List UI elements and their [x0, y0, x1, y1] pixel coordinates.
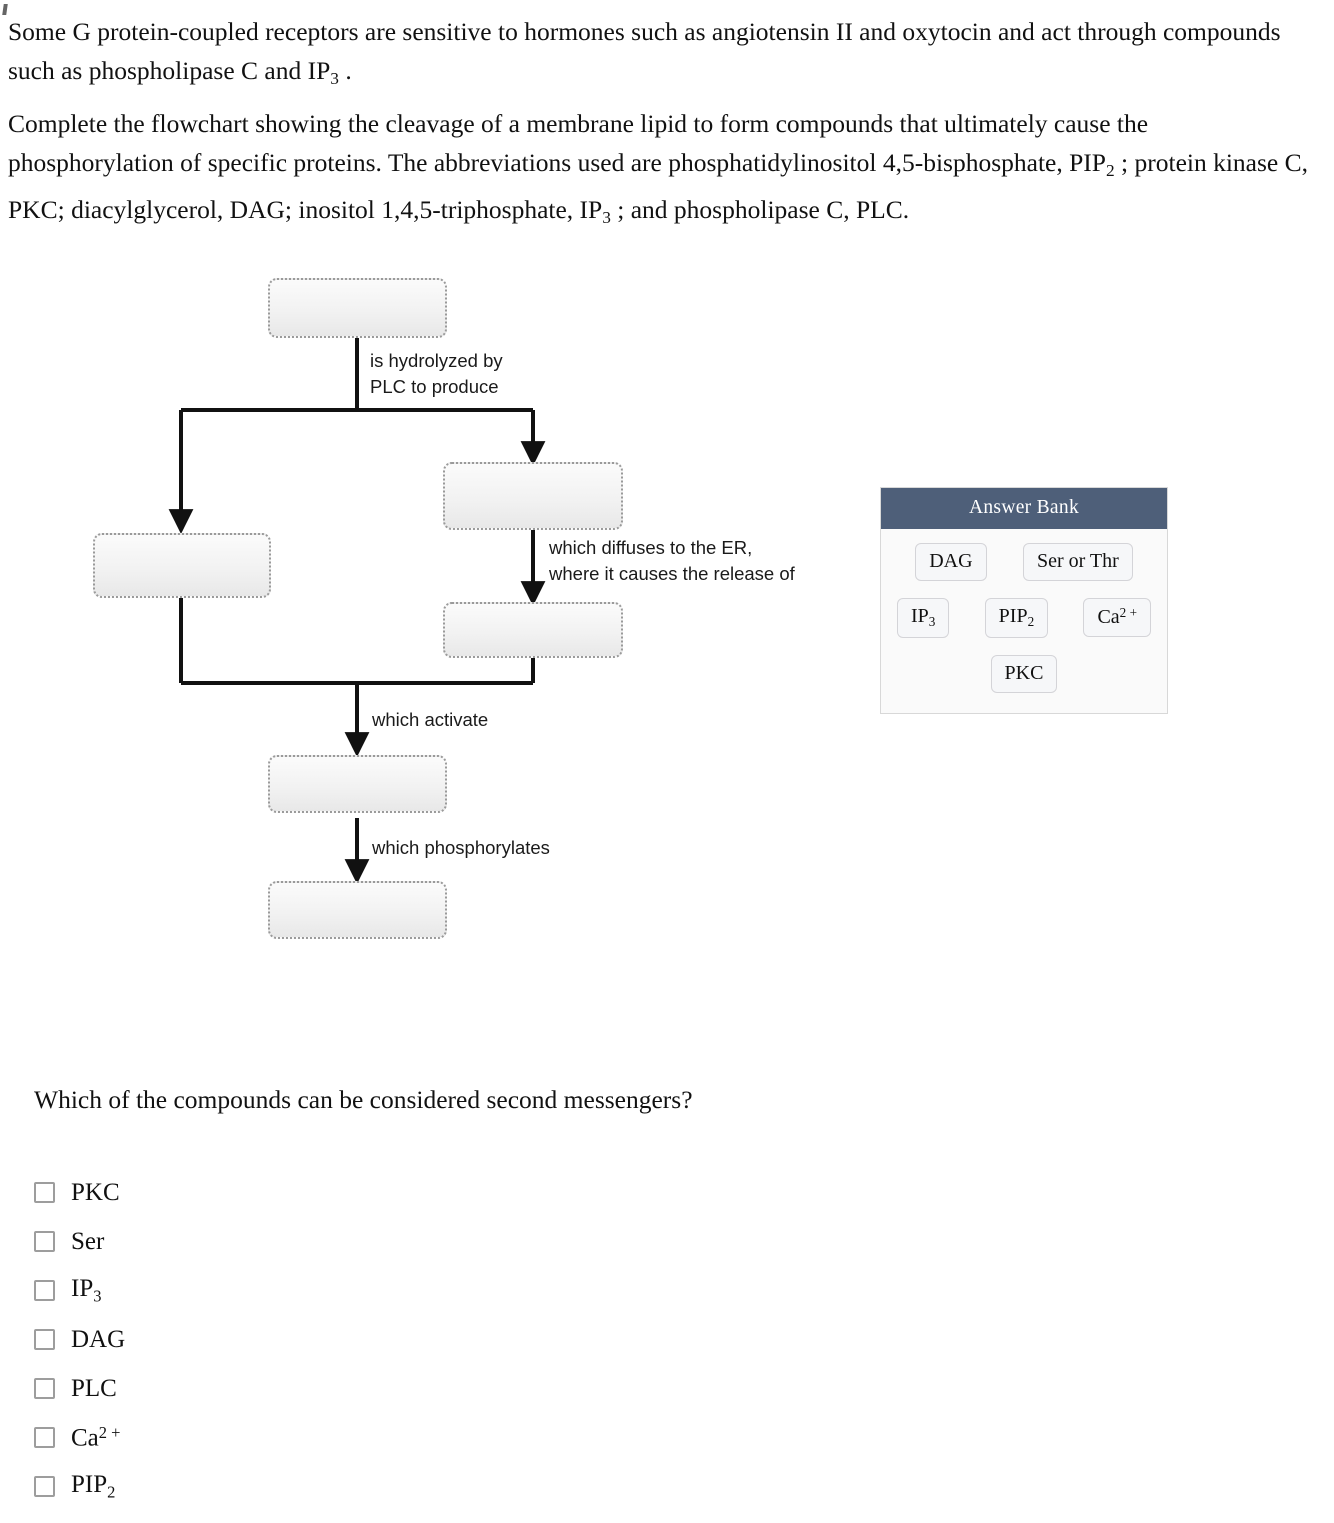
- choice-label-pkc: PKC: [71, 1179, 120, 1206]
- flowchart-blank-right-upper[interactable]: [443, 462, 623, 530]
- choice-label-ip3: IP3: [71, 1275, 102, 1306]
- checkbox-dag[interactable]: [34, 1329, 55, 1350]
- flowchart-blank-right-lower[interactable]: [443, 602, 623, 658]
- choice-row-pip2[interactable]: PIP2: [34, 1462, 454, 1511]
- flowchart-connectors: [168, 338, 546, 884]
- answer-tile-ser-or-thr[interactable]: Ser or Thr: [1022, 543, 1133, 581]
- flowchart: is hydrolyzed by PLC to produce which di…: [0, 240, 860, 970]
- choice-label-pip2: PIP2: [71, 1471, 116, 1502]
- choice-row-ser[interactable]: Ser: [34, 1217, 454, 1266]
- choice-label-dag: DAG: [71, 1326, 126, 1353]
- checkbox-pkc[interactable]: [34, 1182, 55, 1203]
- answer-tile-ca2[interactable]: Ca2 +: [1083, 598, 1151, 638]
- choice-label-ser: Ser: [71, 1228, 105, 1255]
- flowchart-blank-activated[interactable]: [268, 755, 447, 813]
- intro-paragraph-2: Complete the flowchart showing the cleav…: [8, 109, 1308, 227]
- answer-tile-pip2[interactable]: PIP2: [984, 598, 1049, 638]
- choice-row-ca2[interactable]: Ca2 +: [34, 1413, 454, 1462]
- checkbox-plc[interactable]: [34, 1378, 55, 1399]
- edge-label-diffuses: which diffuses to the ER, where it cause…: [549, 537, 795, 584]
- checkbox-pip2[interactable]: [34, 1476, 55, 1497]
- answer-tile-ip3[interactable]: IP3: [897, 598, 950, 638]
- flowchart-blank-left[interactable]: [93, 533, 271, 598]
- choice-row-plc[interactable]: PLC: [34, 1364, 454, 1413]
- checkbox-ip3[interactable]: [34, 1280, 55, 1301]
- choice-row-dag[interactable]: DAG: [34, 1315, 454, 1364]
- flowchart-blank-phosphorylated[interactable]: [268, 881, 447, 939]
- answer-bank-panel: Answer Bank DAG Ser or Thr IP3 PIP2 Ca2 …: [880, 487, 1168, 714]
- checkbox-ser[interactable]: [34, 1231, 55, 1252]
- answer-bank-tiles: DAG Ser or Thr IP3 PIP2 Ca2 + PKC: [881, 529, 1167, 713]
- answer-bank-row-3: PKC: [891, 654, 1157, 693]
- choice-label-plc: PLC: [71, 1375, 117, 1402]
- edge-label-activate: which activate: [372, 709, 489, 730]
- answer-bank-row-1: DAG Ser or Thr: [891, 543, 1157, 581]
- edge-label-phosphorylates: which phosphorylates: [372, 837, 550, 858]
- answer-tile-pkc[interactable]: PKC: [990, 654, 1058, 693]
- checkbox-ca2[interactable]: [34, 1427, 55, 1448]
- choice-list: PKC Ser IP3 DAG PLC Ca2 + PIP2: [34, 1168, 454, 1511]
- choice-row-pkc[interactable]: PKC: [34, 1168, 454, 1217]
- choice-row-ip3[interactable]: IP3: [34, 1266, 454, 1315]
- intro-paragraph-1: Some G protein-coupled receptors are sen…: [8, 17, 1281, 88]
- answer-tile-dag[interactable]: DAG: [915, 543, 987, 581]
- flowchart-blank-top[interactable]: [268, 278, 447, 338]
- answer-bank-title: Answer Bank: [881, 488, 1167, 529]
- answer-bank-row-2: IP3 PIP2 Ca2 +: [891, 598, 1157, 638]
- question-prompt: Which of the compounds can be considered…: [34, 1085, 693, 1114]
- page-corner-artifact: [2, 4, 8, 15]
- choice-label-ca2: Ca2 +: [71, 1422, 121, 1452]
- edge-label-hydrolyzed: is hydrolyzed by PLC to produce: [370, 350, 503, 397]
